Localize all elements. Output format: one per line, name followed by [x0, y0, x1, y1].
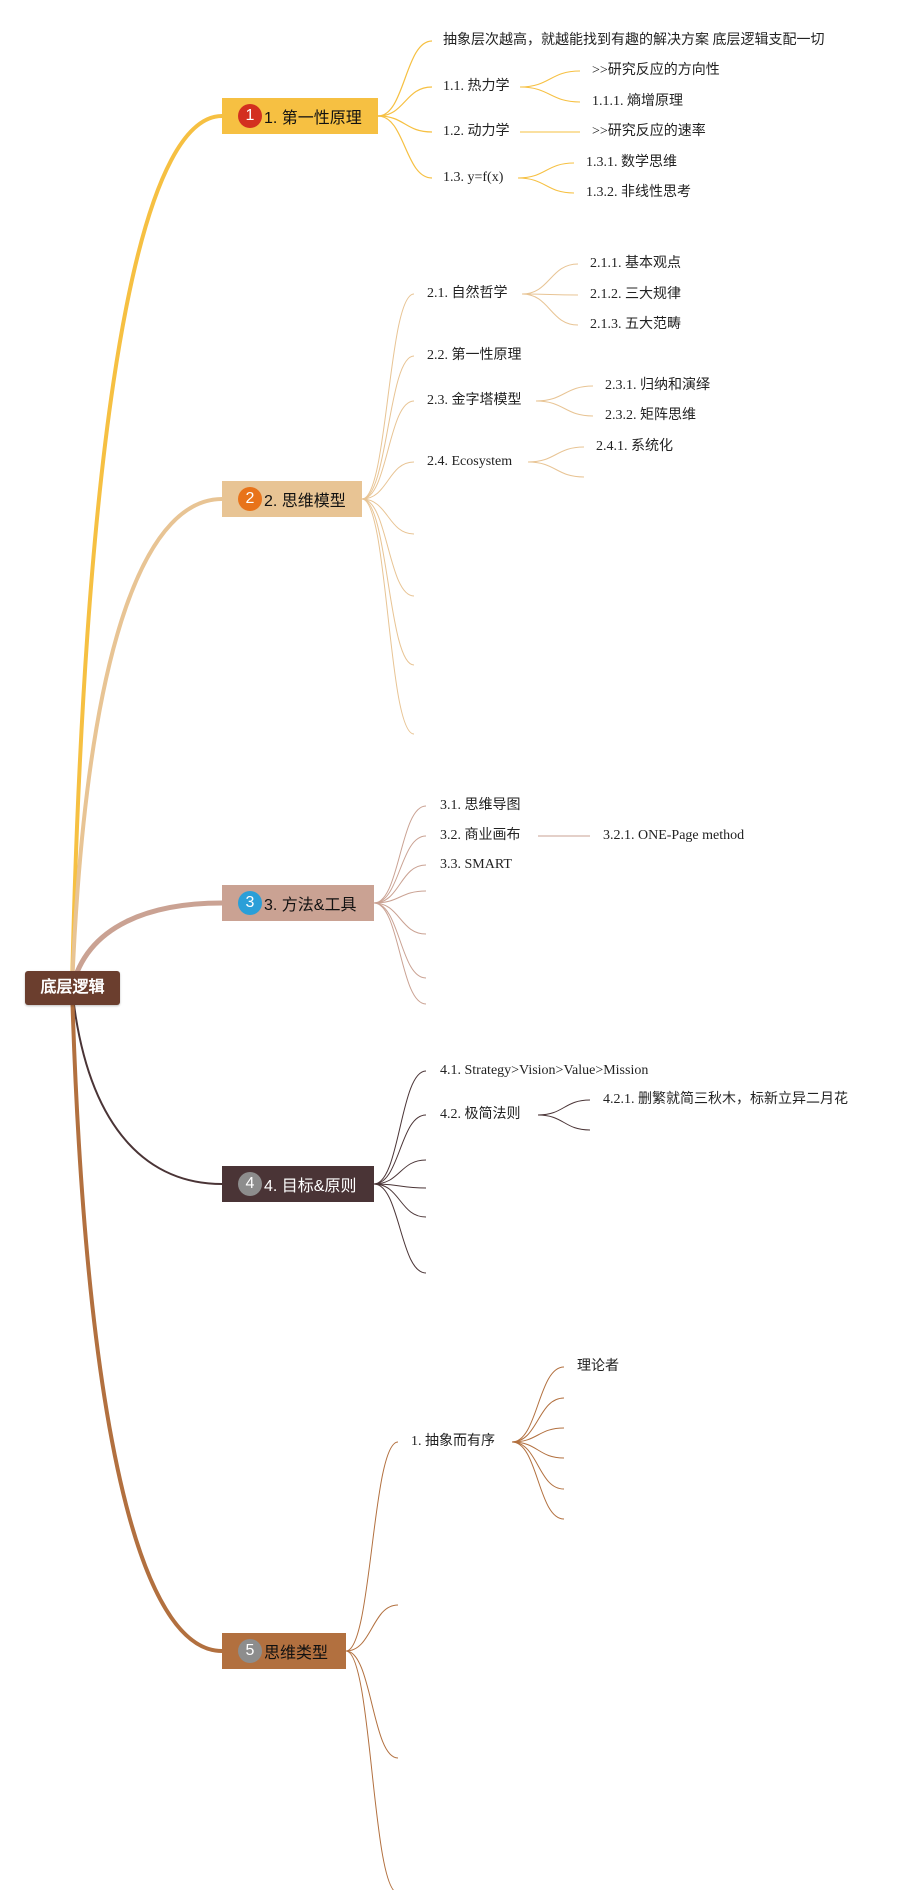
node-note[interactable]: 抽象层次越高，就越能找到有趣的解决方案 底层逻辑支配一切 [443, 33, 825, 48]
root-link-4 [71, 987, 223, 1185]
connector-line [361, 293, 415, 500]
priority-1-icon: 1 [238, 104, 262, 128]
priority-4-icon: 4 [238, 1172, 262, 1196]
branch-label: 思维类型 [264, 1645, 329, 1662]
node-2-3-2[interactable]: 2.3.2. 矩阵思维 [605, 408, 696, 423]
connector-line [377, 115, 433, 133]
node-2-2[interactable]: 2.2. 第一性原理 [427, 348, 522, 363]
connector-line [361, 498, 415, 666]
connector-line [521, 293, 579, 296]
root-node[interactable]: 底层逻辑 [25, 971, 120, 1005]
connector-line [361, 498, 415, 535]
connector-line [535, 385, 594, 402]
connector-line [511, 1397, 565, 1443]
root-link-2 [70, 497, 224, 990]
branch-thinking-types[interactable]: 5 思维类型 [222, 1633, 346, 1669]
node-1-1-1[interactable]: 1.1.1. 熵增原理 [592, 94, 683, 109]
node-1-1-note[interactable]: >>研究反应的方向性 [592, 63, 720, 78]
root-link-3 [69, 900, 225, 991]
connector-line [517, 177, 575, 194]
root-link-1 [70, 114, 224, 990]
connector-line [519, 86, 581, 103]
connector-line [519, 70, 581, 88]
branch-label: 1. 第一性原理 [264, 110, 362, 127]
connector-line [361, 355, 415, 500]
connector-line [511, 1366, 565, 1443]
connector-line [373, 835, 427, 904]
connector-line [373, 902, 427, 935]
priority-2-icon: 2 [238, 487, 262, 511]
node-4-2-1[interactable]: 4.2.1. 删繁就简三秋木，标新立异二月花 [603, 1092, 848, 1107]
node-1-1[interactable]: 1.1. 热力学 [443, 79, 510, 94]
node-3-2[interactable]: 3.2. 商业画布 [440, 828, 521, 843]
connector-line [361, 498, 415, 735]
connector-line [373, 902, 427, 1005]
branch-thinking-models[interactable]: 2 2. 思维模型 [222, 481, 362, 517]
connector-line [345, 1650, 399, 1759]
node-2-1-3[interactable]: 2.1.3. 五大范畴 [590, 317, 681, 332]
node-2-3[interactable]: 2.3. 金字塔模型 [427, 393, 522, 408]
connector-line [373, 902, 427, 979]
connector-line [373, 1183, 427, 1218]
connector-line [373, 864, 427, 904]
node-3-1[interactable]: 3.1. 思维导图 [440, 798, 521, 813]
node-2-1-2[interactable]: 2.1.2. 三大规律 [590, 287, 681, 302]
node-2-1-1[interactable]: 2.1.1. 基本观点 [590, 256, 681, 271]
node-2-3-1[interactable]: 2.3.1. 归纳和演绎 [605, 378, 710, 393]
connector-line [377, 40, 433, 117]
connector-line [345, 1604, 399, 1652]
connector-line [345, 1441, 399, 1652]
branch-first-principles[interactable]: 1 1. 第一性原理 [222, 98, 378, 134]
connector-line [537, 1099, 591, 1116]
connector-line [537, 1114, 591, 1131]
branch-methods-tools[interactable]: 3 3. 方法&工具 [222, 885, 374, 921]
node-4-1[interactable]: 4.1. Strategy>Vision>Value>Mission [440, 1063, 649, 1078]
connector-line [377, 86, 433, 117]
connector-line [373, 805, 427, 904]
branch-goals-principles[interactable]: 4 4. 目标&原则 [222, 1166, 374, 1202]
connector-line [373, 890, 427, 904]
connector-line [361, 461, 415, 500]
connector-line [373, 1070, 427, 1185]
connector-line [527, 461, 585, 478]
connector-line [361, 498, 415, 597]
connector-line [361, 400, 415, 500]
connector-line [535, 400, 594, 417]
connector-line [373, 1183, 427, 1274]
node-4-2[interactable]: 4.2. 极简法则 [440, 1107, 521, 1122]
connector-line [511, 1441, 565, 1459]
connector-line [511, 1441, 565, 1490]
connector-line [527, 446, 585, 463]
connector-line [511, 1441, 565, 1520]
branch-label: 3. 方法&工具 [264, 897, 357, 914]
node-5-1-1[interactable]: 理论者 [577, 1359, 619, 1374]
root-link-5 [70, 986, 224, 1653]
node-1-3-1[interactable]: 1.3.1. 数学思维 [586, 155, 677, 170]
node-2-1[interactable]: 2.1. 自然哲学 [427, 286, 508, 301]
node-2-4[interactable]: 2.4. Ecosystem [427, 454, 513, 469]
node-1-3-2[interactable]: 1.3.2. 非线性思考 [586, 185, 691, 200]
connector-line [521, 263, 579, 295]
connector-line [345, 1650, 394, 1890]
connector-line [373, 1114, 427, 1185]
node-1-3[interactable]: 1.3. y=f(x) [443, 170, 504, 185]
priority-5-icon: 5 [238, 1639, 262, 1663]
connector-line [511, 1427, 565, 1443]
branch-label: 2. 思维模型 [264, 493, 346, 510]
connector-line [517, 162, 575, 179]
connector-line [521, 293, 579, 326]
node-2-4-1[interactable]: 2.4.1. 系统化 [596, 439, 673, 454]
connector-line [377, 115, 433, 179]
branch-label: 4. 目标&原则 [264, 1178, 357, 1195]
node-3-3[interactable]: 3.3. SMART [440, 857, 512, 872]
connector-line [373, 1159, 427, 1185]
node-5-1[interactable]: 1. 抽象而有序 [411, 1434, 495, 1449]
node-1-2-note[interactable]: >>研究反应的速率 [592, 124, 706, 139]
node-1-2[interactable]: 1.2. 动力学 [443, 124, 510, 139]
node-3-2-1[interactable]: 3.2.1. ONE-Page method [603, 828, 745, 843]
priority-3-icon: 3 [238, 891, 262, 915]
